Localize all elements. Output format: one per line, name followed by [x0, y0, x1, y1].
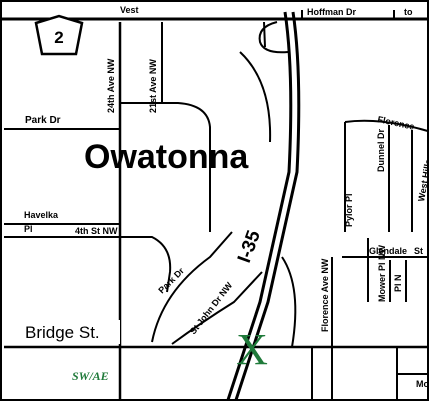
route-shield: 2	[34, 14, 84, 56]
label-pl: Pl	[24, 224, 33, 234]
road-east-curve	[281, 256, 297, 348]
label-florence-ave-nw: Florence Ave NW	[320, 258, 330, 332]
label-hoffman-dr: Hoffman Dr	[307, 7, 356, 17]
label-pl-n: Pl N	[393, 274, 403, 292]
route-shield-number: 2	[54, 28, 63, 47]
frontage-road	[239, 51, 272, 143]
logo: SW/AE	[72, 369, 109, 383]
road-florence	[344, 119, 427, 132]
logo-text: SW/AE	[72, 369, 109, 383]
bridge-st-label-bg	[20, 320, 120, 344]
label-west-hills: West Hills	[416, 158, 429, 202]
interchange-loop	[258, 21, 289, 54]
label-bridge-st: Bridge St.	[25, 323, 100, 342]
label-vest: Vest	[120, 5, 139, 15]
label-mower-pl-nw: Mower Pl NW	[377, 244, 387, 302]
location-marker: X	[236, 325, 268, 374]
i35-west-line	[226, 11, 293, 399]
highway-label: I-35	[234, 227, 265, 265]
label-park-dr-west: Park Dr	[25, 115, 61, 126]
label-21st-ave: 21st Ave NW	[148, 59, 158, 113]
road-4th-st	[4, 236, 172, 293]
label-to: to	[404, 7, 413, 17]
label-st-john-dr: St John Dr NW	[188, 280, 235, 336]
label-glendale: Glendale	[369, 246, 407, 256]
i35-east-line	[234, 11, 301, 399]
label-dunnel-dr: Dunnel Dr	[376, 129, 386, 172]
road-park-dr-loop	[120, 102, 211, 232]
interchange-ramp	[263, 21, 266, 48]
city-name: Owatonna	[84, 138, 249, 176]
road-network	[2, 10, 427, 399]
label-mo: Mo	[416, 379, 429, 389]
label-4th-st: 4th St NW	[75, 226, 118, 236]
label-24th-ave: 24th Ave NW	[106, 58, 116, 113]
label-havelka: Havelka	[24, 210, 59, 220]
road-st-john	[171, 271, 263, 345]
road-park-dr-south	[151, 231, 233, 343]
label-pylor-pl: Pylor Pl	[344, 193, 354, 227]
label-park-dr-south: Park Dr	[156, 265, 186, 295]
label-st: St	[414, 246, 423, 256]
